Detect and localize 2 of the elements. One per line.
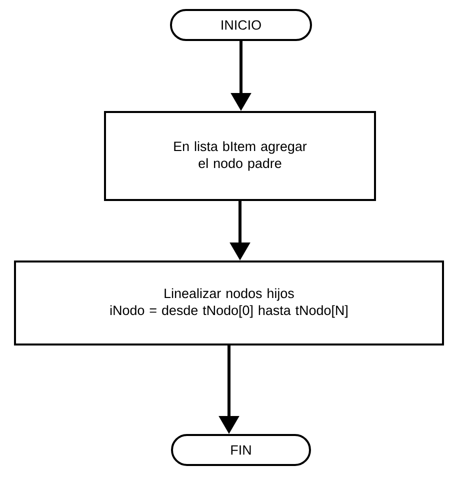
process-box: Linealizar nodos hijos iNodo = desde tNodo[0] hasta tNodo[N]: [14, 260, 444, 346]
process-box: En lista bItem agregar el nodo padre: [104, 111, 376, 201]
